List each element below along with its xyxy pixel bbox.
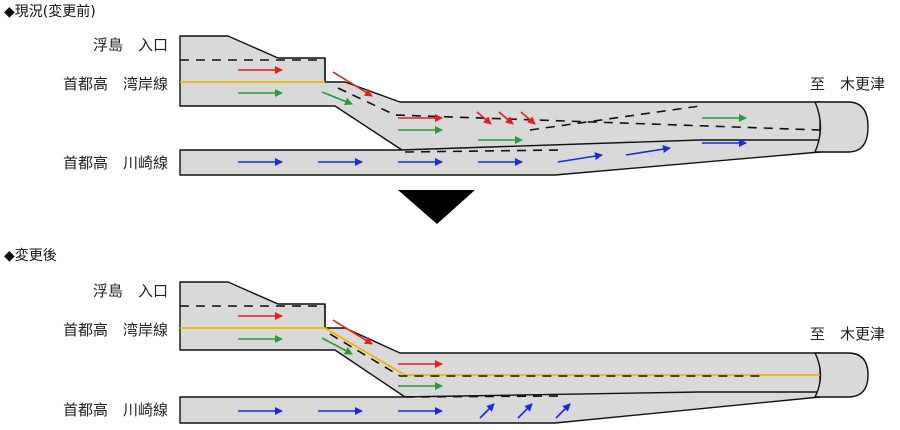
- after-section: ◆変更後 浮島 入口 首都高 湾岸線 首都高 川崎線 至 木更津: [4, 247, 885, 424]
- after-blue-arrow-4: [479, 403, 495, 419]
- after-label-wangan: 首都高 湾岸線: [63, 321, 168, 339]
- after-label-kawasaki: 首都高 川崎線: [63, 401, 168, 419]
- after-green-arrow-2: [321, 337, 353, 355]
- after-blue-arrow-6: [555, 403, 571, 419]
- after-blue-arrow-5: [517, 403, 533, 419]
- after-label-destination: 至 木更津: [810, 325, 885, 343]
- before-heading: ◆現況(変更前): [4, 3, 96, 20]
- after-wangan-ramp-road: [179, 281, 821, 398]
- before-label-kawasaki: 首都高 川崎線: [63, 154, 168, 172]
- before-wangan-ramp-road: [179, 35, 821, 153]
- after-wangan-centerline: [180, 327, 820, 376]
- transition-triangle: [398, 190, 475, 224]
- before-red-arrow-6: [520, 111, 536, 125]
- before-label-wangan: 首都高 湾岸線: [63, 75, 168, 93]
- after-merge-dash: [329, 333, 760, 377]
- before-blue-arrow-5: [557, 152, 603, 163]
- before-label-destination: 至 木更津: [810, 75, 885, 93]
- before-red-arrow-2: [332, 71, 373, 97]
- before-red-arrow-4: [476, 111, 492, 125]
- before-split-dash: [529, 105, 701, 131]
- after-kawasaki-road: [179, 391, 821, 424]
- before-blue-arrow-6: [625, 145, 671, 156]
- after-heading: ◆変更後: [4, 247, 57, 264]
- before-red-arrow-5: [498, 111, 514, 125]
- before-label-ukishima: 浮島 入口: [93, 36, 168, 54]
- before-green-arrow-2: [321, 91, 353, 106]
- after-kawasaki-dash: [404, 395, 561, 398]
- after-red-arrow-2: [332, 319, 373, 345]
- after-destination-cap: [814, 352, 869, 398]
- before-section: ◆現況(変更前) 浮島 入口 首都高 湾岸: [4, 3, 885, 176]
- before-merge-dash: [337, 87, 821, 131]
- before-kawasaki-dash: [404, 149, 561, 153]
- before-destination-cap: [814, 101, 869, 153]
- after-label-ukishima: 浮島 入口: [93, 282, 168, 300]
